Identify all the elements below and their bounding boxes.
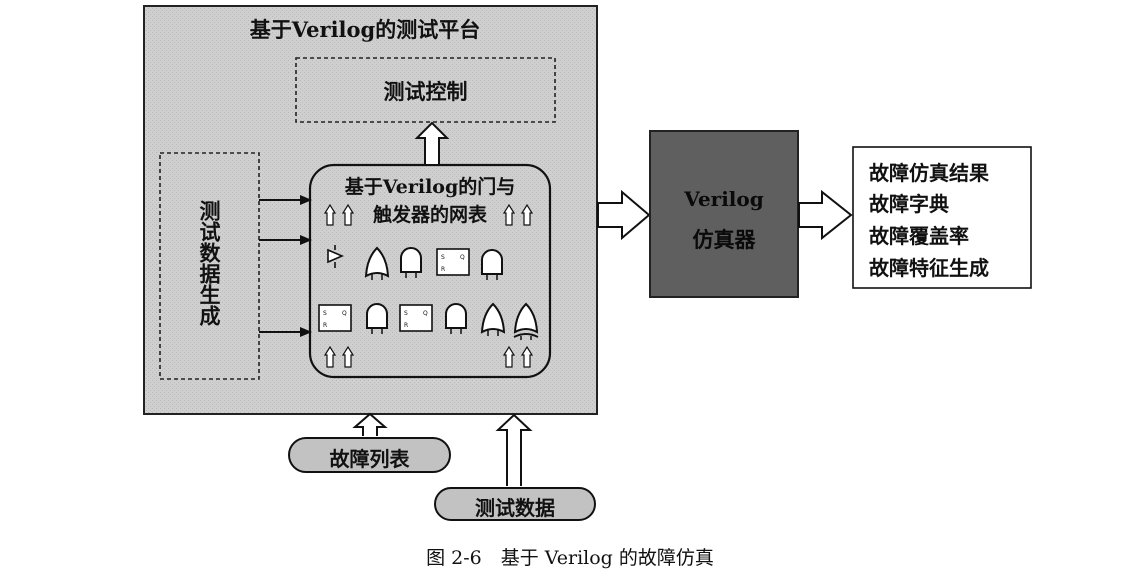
- arrow-data-to-netlist-1: [259, 195, 312, 205]
- test-data-pill: [434, 487, 596, 521]
- simulator-label-line2: 仿真器: [692, 227, 756, 252]
- flipflop-2-q-label: Q: [342, 310, 347, 317]
- arrow-data-to-netlist-3: [259, 327, 312, 337]
- test-data-gen-label: 测试数据生成: [197, 200, 222, 326]
- test-control-box: [295, 57, 556, 123]
- results-item-0: 故障仿真结果: [869, 161, 989, 185]
- flipflop-2-set-label: S: [323, 310, 327, 317]
- flipflop-3-set-label: S: [404, 310, 408, 317]
- results-item-2: 故障覆盖率: [869, 224, 969, 248]
- test-control-label: 测试控制: [383, 79, 468, 104]
- fault-list-pill: [288, 437, 451, 473]
- flipflop-3-q-label: Q: [423, 310, 428, 317]
- netlist-title-line1: 基于Verilog的门与: [344, 176, 516, 198]
- results-box: [852, 146, 1032, 289]
- netlist-title-line2: 触发器的网表: [372, 204, 487, 226]
- flipflop-1-set-label: S: [441, 254, 445, 261]
- fault-list-label: 故障列表: [329, 447, 410, 471]
- buffer-gate-icon: [327, 245, 345, 268]
- results-item-1: 故障字典: [869, 192, 949, 216]
- flipflop-2-reset-label: R: [323, 322, 327, 329]
- flipflop-1-reset-label: R: [441, 266, 445, 273]
- arrow-fault-list-to-platform: [352, 412, 388, 436]
- simulator-label-line1: Verilog: [684, 187, 764, 211]
- results-item-3: 故障特征生成: [869, 256, 989, 280]
- flipflop-1-q-label: Q: [460, 254, 465, 261]
- platform-title: 基于Verilog的测试平台: [249, 17, 481, 42]
- arrow-to-test-control: [414, 121, 450, 164]
- arrow-test-data-to-platform: [495, 413, 533, 486]
- simulator-box: [649, 130, 799, 298]
- test-data-gen-box: [159, 152, 260, 380]
- figure-caption: 图 2-6 基于 Verilog 的故障仿真: [426, 547, 714, 569]
- arrow-data-to-netlist-2: [259, 235, 312, 245]
- test-data-label: 测试数据: [475, 496, 555, 520]
- arrow-to-results: [798, 189, 853, 241]
- flipflop-3-reset-label: R: [404, 322, 408, 329]
- arrow-to-simulator: [597, 189, 651, 241]
